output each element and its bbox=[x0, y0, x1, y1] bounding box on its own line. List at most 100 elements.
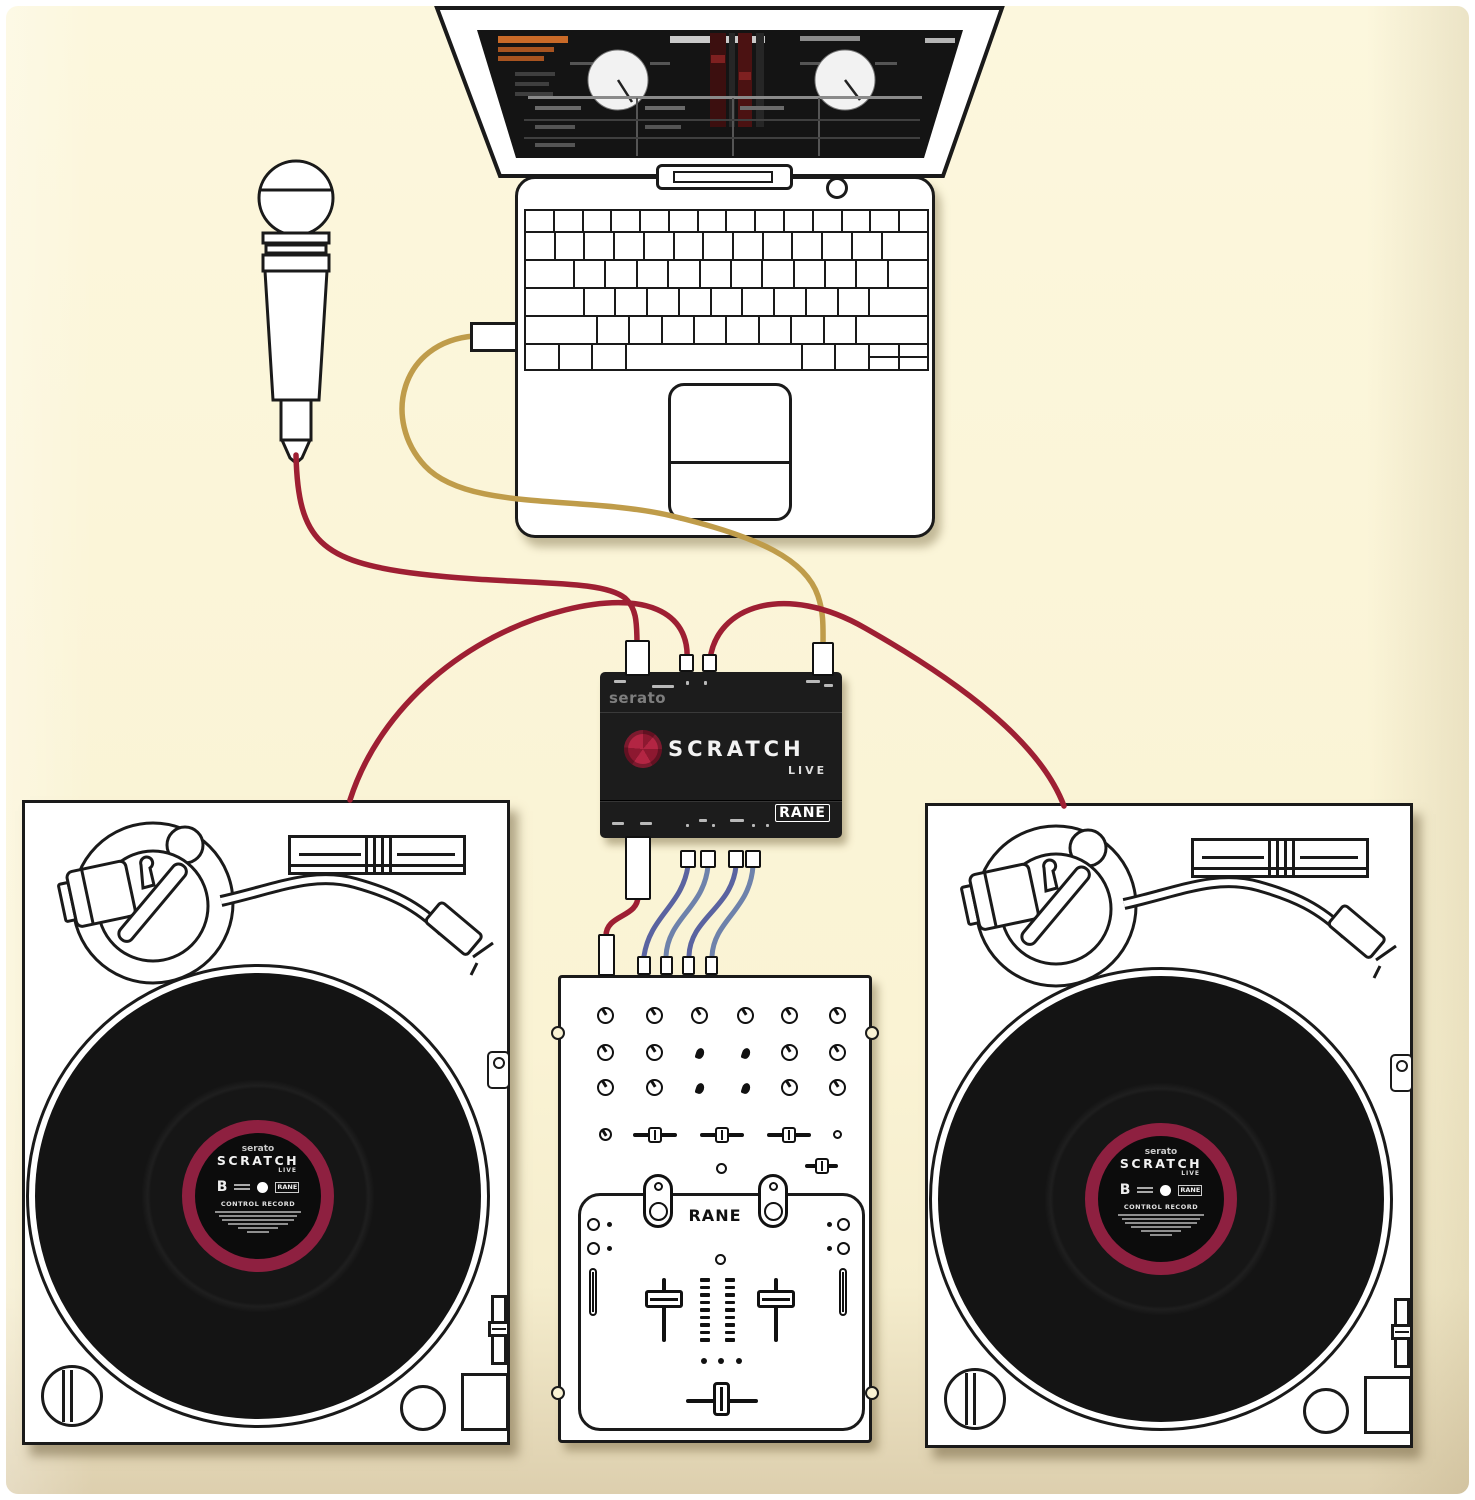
dot bbox=[718, 1358, 724, 1364]
toggle-switch-right bbox=[758, 1174, 788, 1228]
cue-circle bbox=[837, 1242, 850, 1255]
label-control-record: CONTROL RECORD bbox=[220, 1200, 296, 1209]
rane-logo-mixer: RANE bbox=[688, 1206, 742, 1225]
serato-software-ui bbox=[498, 33, 955, 156]
mixer-knob bbox=[737, 1007, 754, 1024]
mixer-input-3 bbox=[682, 956, 695, 975]
output-connector-1 bbox=[680, 850, 696, 868]
rane-logo: RANE bbox=[775, 804, 830, 822]
eq-mini-fader bbox=[633, 1127, 677, 1143]
mixer-knob bbox=[646, 1044, 663, 1061]
speed-button bbox=[1303, 1388, 1349, 1434]
vu-meter-left bbox=[700, 1278, 710, 1342]
label-small-print bbox=[1118, 1213, 1204, 1236]
mic-head bbox=[257, 159, 335, 237]
product-subname: LIVE bbox=[788, 764, 828, 777]
mixer-mic-connector bbox=[598, 934, 615, 976]
channel-fader-left bbox=[645, 1290, 683, 1308]
keyboard-row bbox=[524, 343, 929, 371]
platter: serato SCRATCH LIVE B RANE CONTROL RECOR… bbox=[929, 967, 1393, 1431]
label-sub: LIVE bbox=[278, 1167, 297, 1175]
scratch-spiral-icon bbox=[624, 730, 662, 768]
marker-dot bbox=[740, 1082, 752, 1095]
keyboard-row bbox=[524, 231, 929, 261]
cue-circle bbox=[587, 1242, 600, 1255]
laptop-body bbox=[515, 176, 935, 538]
marker-dot bbox=[694, 1082, 706, 1095]
mic-thru-connector bbox=[625, 836, 651, 900]
record-label: serato SCRATCH LIVE B RANE CONTROL RECOR… bbox=[182, 1120, 334, 1272]
mixer-knob bbox=[781, 1044, 798, 1061]
label-small-print bbox=[215, 1210, 301, 1233]
cue-circle bbox=[587, 1218, 600, 1231]
pitch-fader bbox=[488, 1321, 510, 1337]
label-brand: serato bbox=[1144, 1147, 1178, 1157]
turntable-left: serato SCRATCH LIVE B RANE CONTROL RECOR… bbox=[22, 800, 510, 1445]
mixer-knob bbox=[646, 1079, 663, 1096]
trackpad bbox=[668, 383, 792, 521]
channel-fader-track-left bbox=[662, 1278, 666, 1342]
mic-connector bbox=[279, 438, 313, 465]
output-connector-4 bbox=[745, 850, 761, 868]
target-light-window bbox=[288, 835, 466, 875]
dot bbox=[736, 1358, 742, 1364]
laptop-screen bbox=[434, 6, 1005, 178]
eq-mini-fader bbox=[767, 1127, 811, 1143]
toggle-switch-left bbox=[643, 1174, 673, 1228]
start-stop-button bbox=[41, 1365, 103, 1427]
output-connector-2 bbox=[700, 850, 716, 868]
mixer-input-2 bbox=[660, 956, 673, 975]
tonearm-assembly bbox=[960, 824, 1397, 988]
product-name: SCRATCH bbox=[668, 737, 805, 761]
mini-slider-vertical bbox=[589, 1268, 597, 1316]
counterweight bbox=[65, 859, 137, 928]
record-label: serato SCRATCH LIVE B RANE CONTROL RECOR… bbox=[1085, 1123, 1237, 1275]
pitch-fader bbox=[1391, 1324, 1413, 1340]
small-circle bbox=[716, 1163, 727, 1174]
power-button bbox=[826, 177, 848, 199]
mixer-knob bbox=[781, 1079, 798, 1096]
label-control-record: CONTROL RECORD bbox=[1123, 1203, 1199, 1212]
laptop-hinge-latch bbox=[656, 164, 793, 190]
usb-port-connector bbox=[812, 642, 834, 676]
mixer-knob-small bbox=[599, 1128, 612, 1141]
label-sub: LIVE bbox=[1181, 1170, 1200, 1178]
vinyl-record: serato SCRATCH LIVE B RANE CONTROL RECOR… bbox=[35, 973, 481, 1419]
serato-logo: serato bbox=[609, 689, 667, 707]
headshell bbox=[424, 901, 483, 956]
counterweight bbox=[968, 862, 1040, 931]
record-side: B bbox=[216, 1179, 228, 1196]
platter: serato SCRATCH LIVE B RANE CONTROL RECOR… bbox=[26, 964, 490, 1428]
vu-meter-right bbox=[725, 1278, 735, 1342]
cue-circle bbox=[837, 1218, 850, 1231]
tonearm-rest bbox=[117, 862, 188, 943]
keyboard-row bbox=[524, 287, 929, 317]
cue-dot bbox=[827, 1222, 832, 1227]
tonearm-rest bbox=[1020, 865, 1091, 946]
side-notch bbox=[551, 1026, 565, 1040]
45-adapter-holder bbox=[1390, 1054, 1413, 1092]
side-notch bbox=[551, 1386, 565, 1400]
turntable-right: serato SCRATCH LIVE B RANE CONTROL RECOR… bbox=[925, 803, 1413, 1448]
mixer-knob bbox=[829, 1079, 846, 1096]
laptop-keyboard bbox=[524, 209, 929, 371]
cue-dot bbox=[827, 1246, 832, 1251]
vinyl-record: serato SCRATCH LIVE B RANE CONTROL RECOR… bbox=[938, 976, 1384, 1422]
mixer-input-4 bbox=[705, 956, 718, 975]
start-stop-button bbox=[944, 1368, 1006, 1430]
cue-dot bbox=[607, 1222, 612, 1227]
pitch-base-plate bbox=[1364, 1376, 1412, 1434]
label-fine-print bbox=[1137, 1187, 1154, 1194]
label-rane-logo: RANE bbox=[275, 1182, 300, 1193]
headshell bbox=[1327, 904, 1386, 959]
marker-dot bbox=[740, 1047, 752, 1060]
dot bbox=[701, 1358, 707, 1364]
crossfader bbox=[713, 1382, 730, 1416]
mixer-knob bbox=[597, 1007, 614, 1024]
mixer-input-1 bbox=[637, 956, 651, 975]
label-rane-logo: RANE bbox=[1178, 1185, 1203, 1196]
mixer-knob bbox=[646, 1007, 663, 1024]
side-notch bbox=[865, 1026, 879, 1040]
phono-input-left bbox=[679, 654, 694, 672]
